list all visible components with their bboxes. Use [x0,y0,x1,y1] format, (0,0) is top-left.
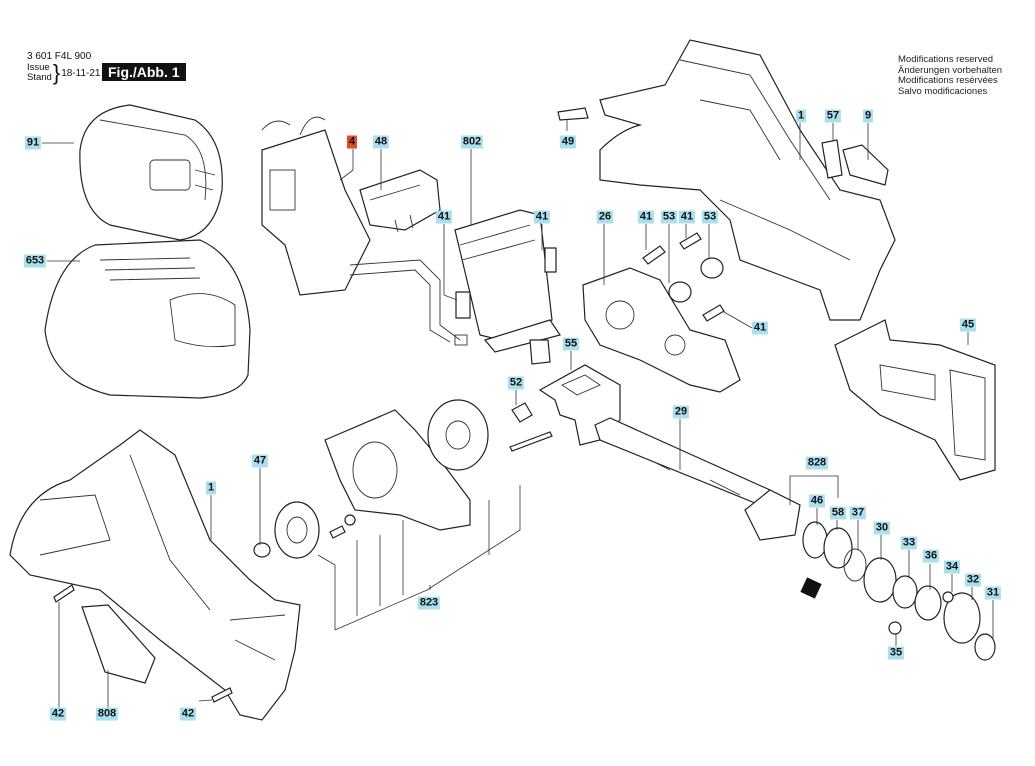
callout-46[interactable]: 46 [808,494,826,508]
callout-26[interactable]: 26 [596,210,614,224]
gearbox-drawing [324,399,489,531]
blade-guard-drawing [834,319,996,481]
brace-icon: } [52,60,61,85]
mod-notice-fr: Modifications resérvées [898,75,998,86]
part-number: 3 601 F4L 900 [27,51,92,62]
mod-notice-es: Salvo modificaciones [898,85,988,97]
motor-drawing [454,209,561,365]
callout-1-b[interactable]: 1 [205,481,217,495]
modifications-notice: Modifications reserved Änderungen vorbeh… [898,54,1003,97]
screw-42b-drawing [211,687,233,703]
mod-notice-de: Änderungen vorbehalten [898,64,1003,76]
callout-802[interactable]: 802 [460,135,484,149]
callout-33[interactable]: 33 [900,536,918,550]
mod-notice-en: Modifications reserved [898,54,994,65]
callout-823[interactable]: 823 [417,596,441,610]
callout-30[interactable]: 30 [873,521,891,535]
callout-53-b[interactable]: 53 [701,210,719,224]
callout-4-highlighted[interactable]: 4 [346,135,358,149]
callout-32[interactable]: 32 [964,573,982,587]
callout-9[interactable]: 9 [862,109,874,123]
label-808-drawing [81,604,156,684]
callout-41-c[interactable]: 41 [637,210,655,224]
callout-42-a[interactable]: 42 [49,707,67,721]
nameplate-9-drawing [842,144,889,186]
bushings-screws-drawing [642,232,725,322]
motor-screws-drawing [455,247,557,319]
callout-37[interactable]: 37 [849,506,867,520]
callout-45[interactable]: 45 [959,318,977,332]
callout-653[interactable]: 653 [23,254,47,268]
callout-42-b[interactable]: 42 [179,707,197,721]
battery-pack-drawing [79,104,223,241]
callout-47[interactable]: 47 [251,454,269,468]
callout-31[interactable]: 31 [984,586,1002,600]
callout-48[interactable]: 48 [372,135,390,149]
callout-36[interactable]: 36 [922,549,940,563]
callout-808[interactable]: 808 [95,707,119,721]
callout-41-e[interactable]: 41 [751,321,769,335]
callout-41-d[interactable]: 41 [678,210,696,224]
callout-57[interactable]: 57 [824,109,842,123]
blade-clamp-drawing [744,489,996,661]
clip-drawing [557,107,589,121]
leader-lines [42,120,994,708]
issue-date: 18-11-21 [61,67,101,79]
bearing-drawing [253,501,356,559]
plunger-rod-drawing [594,417,771,506]
screw-42a-drawing [53,584,75,603]
callout-35[interactable]: 35 [887,646,905,660]
figure-label: Fig./Abb. 1 [102,63,186,81]
callout-1-a[interactable]: 1 [795,109,807,123]
gear-housing-cover-drawing [582,267,741,393]
stand-label: Stand [27,72,52,83]
label-57-drawing [821,139,843,179]
callout-58[interactable]: 58 [829,506,847,520]
callout-91[interactable]: 91 [24,136,42,150]
charger-drawing [44,239,251,399]
callout-34[interactable]: 34 [943,560,961,574]
switch-cover-drawing [359,169,441,233]
callout-41-a[interactable]: 41 [435,210,453,224]
switch-module-drawing [261,116,468,346]
callout-41-b[interactable]: 41 [533,210,551,224]
housing-right-drawing [599,39,896,321]
housing-left-drawing [9,429,301,721]
callout-55[interactable]: 55 [562,337,580,351]
issue-label: Issue [27,62,50,73]
callout-53-a[interactable]: 53 [660,210,678,224]
issue-stand-labels: Issue Stand [27,63,52,83]
callout-828[interactable]: 828 [805,456,829,470]
callout-52[interactable]: 52 [507,376,525,390]
roller-drawing [509,402,553,452]
issue-date-block: Issue Stand }18-11-21 [27,60,101,85]
callout-29[interactable]: 29 [672,405,690,419]
callout-49[interactable]: 49 [559,135,577,149]
